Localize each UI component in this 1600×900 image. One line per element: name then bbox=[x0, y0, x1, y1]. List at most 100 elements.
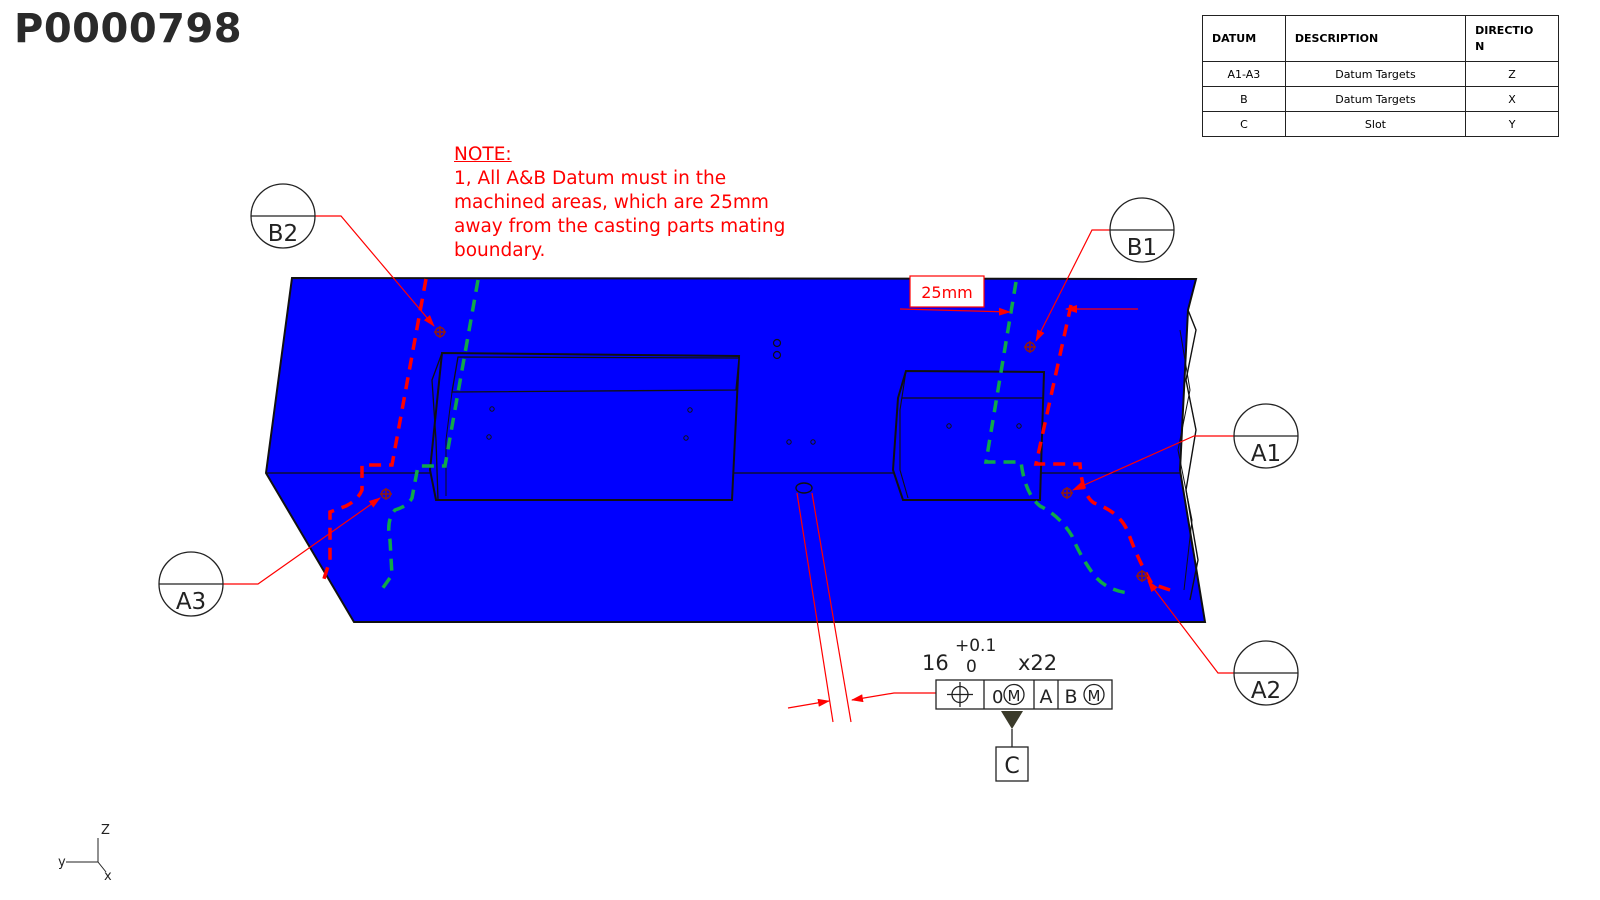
target-a2-marker bbox=[1136, 570, 1148, 582]
feature-control-frame: 0 M A B M bbox=[935, 679, 1113, 710]
balloon-a3: A3 bbox=[158, 551, 224, 617]
hole bbox=[810, 439, 816, 445]
slot-dim-arrow-right bbox=[851, 692, 936, 703]
balloon-a3-label: A3 bbox=[176, 589, 206, 615]
fcf-datum-secondary: B bbox=[1064, 686, 1077, 708]
datum-targets bbox=[380, 326, 1148, 582]
face-features bbox=[772, 338, 816, 494]
datum-table-header-row: DATUM DESCRIPTION DIRECTIO N bbox=[1202, 15, 1559, 62]
slot-dim-arrow-left bbox=[787, 698, 830, 709]
left-pocket-side-wall bbox=[431, 352, 443, 501]
target-a1-marker bbox=[1061, 487, 1073, 499]
hole bbox=[946, 423, 952, 429]
right-red-boundary bbox=[1033, 304, 1177, 594]
right-green-boundary bbox=[983, 281, 1129, 595]
target-b2-marker bbox=[434, 326, 446, 338]
table-row: C Slot Y bbox=[1202, 111, 1559, 137]
right-pocket bbox=[891, 369, 1046, 501]
balloon-b1: B1 bbox=[1109, 197, 1175, 263]
leader-b2 bbox=[313, 215, 435, 327]
hole bbox=[683, 435, 689, 441]
datum-feature-label: C bbox=[1004, 754, 1019, 779]
slot-extension-line bbox=[811, 492, 852, 723]
note-line: machined areas, which are 25mm bbox=[454, 192, 769, 213]
note-line: away from the casting parts mating bbox=[454, 216, 786, 237]
slot-callout: 16 +0.1 0 x22 0 M A B M C bbox=[922, 636, 1113, 782]
mmc-modifier-icon bbox=[1003, 683, 1025, 706]
part-number: P0000798 bbox=[14, 6, 243, 52]
datum-cell: A1-A3 bbox=[1202, 61, 1286, 87]
right-pocket-outline bbox=[891, 369, 1046, 501]
description-cell: Datum Targets bbox=[1284, 86, 1467, 112]
slot-tol-upper: +0.1 bbox=[955, 636, 996, 656]
slot-hole bbox=[795, 482, 813, 494]
left-pocket-side-edge bbox=[445, 391, 453, 496]
datum-triangle-icon bbox=[1001, 711, 1023, 729]
axis-x-label: x bbox=[104, 869, 112, 884]
hole bbox=[1016, 423, 1022, 429]
left-green-boundary bbox=[378, 279, 480, 594]
description-cell: Slot bbox=[1284, 111, 1467, 137]
marking-circle bbox=[772, 338, 782, 348]
target-b1-marker bbox=[1024, 341, 1036, 353]
datum-feature-symbol-c: C bbox=[995, 711, 1029, 782]
balloon-a2-label: A2 bbox=[1251, 678, 1281, 704]
mmc-modifier-icon-secondary bbox=[1083, 683, 1105, 706]
slot-extension-line bbox=[796, 492, 834, 723]
position-symbol-icon bbox=[947, 682, 973, 707]
table-row: B Datum Targets X bbox=[1202, 86, 1559, 112]
datum-cell: B bbox=[1202, 86, 1286, 112]
leader-a1 bbox=[1072, 435, 1234, 491]
hole bbox=[489, 406, 495, 412]
note-line: boundary. bbox=[454, 240, 546, 261]
right-pocket-side-edge bbox=[899, 370, 909, 499]
hole bbox=[486, 434, 492, 440]
axis-triad: Z y x bbox=[58, 823, 112, 884]
slot-tol-lower: 0 bbox=[966, 657, 977, 677]
dim-25mm-box bbox=[909, 275, 985, 308]
datum-note: NOTE: 1, All A&B Datum must in the machi… bbox=[454, 143, 834, 263]
datum-boundary-lines bbox=[320, 278, 1177, 594]
balloon-a2: A2 bbox=[1233, 640, 1299, 706]
direction-cell: Z bbox=[1465, 61, 1559, 87]
direction-cell: X bbox=[1465, 86, 1559, 112]
datum-table-header-direction: DIRECTIO N bbox=[1465, 15, 1559, 62]
casting-boundary-lines bbox=[378, 279, 1129, 595]
balloon-b2: B2 bbox=[250, 183, 316, 249]
fcf-datum-primary: A bbox=[1040, 686, 1053, 708]
part-right-edge-ribs-2 bbox=[1177, 329, 1193, 591]
part-right-edge-ribs bbox=[1185, 309, 1199, 601]
fcf-datum-secondary-modifier: M bbox=[1088, 687, 1101, 705]
table-row: A1-A3 Datum Targets Z bbox=[1202, 61, 1559, 87]
description-cell: Datum Targets bbox=[1284, 61, 1467, 87]
slot-count: x22 bbox=[1018, 651, 1057, 675]
balloon-a1-label: A1 bbox=[1251, 441, 1281, 467]
dim-25mm-arrow-left bbox=[899, 307, 1011, 316]
axis-y-label: y bbox=[58, 855, 66, 870]
fcf-modifier: M bbox=[1008, 687, 1021, 705]
balloon-b1-label: B1 bbox=[1127, 235, 1157, 261]
hole bbox=[786, 439, 792, 445]
balloon-a1: A1 bbox=[1233, 403, 1299, 469]
balloon-b2-label: B2 bbox=[268, 221, 298, 247]
direction-cell: Y bbox=[1465, 111, 1559, 137]
datum-table-header-datum: DATUM bbox=[1202, 15, 1286, 62]
slot-size: 16 bbox=[922, 651, 949, 675]
target-a3-marker bbox=[380, 488, 392, 500]
left-pocket-back-wall bbox=[451, 356, 740, 393]
hole bbox=[687, 407, 693, 413]
leader-b1 bbox=[1035, 229, 1110, 342]
note-line: 1, All A&B Datum must in the bbox=[454, 168, 727, 189]
leader-a2 bbox=[1147, 580, 1234, 674]
leader-lines bbox=[220, 215, 1234, 723]
datum-table-header-description: DESCRIPTION bbox=[1284, 15, 1467, 62]
marking-circle bbox=[772, 350, 782, 360]
datum-table: DATUM DESCRIPTION DIRECTIO N A1-A3 Datum… bbox=[1202, 15, 1559, 137]
datum-cell: C bbox=[1202, 111, 1286, 137]
axis-z-label: Z bbox=[101, 823, 110, 838]
note-title: NOTE: bbox=[454, 144, 512, 165]
leader-a3 bbox=[220, 497, 381, 585]
fcf-tolerance-value: 0 bbox=[992, 687, 1003, 708]
left-pocket bbox=[428, 351, 741, 501]
